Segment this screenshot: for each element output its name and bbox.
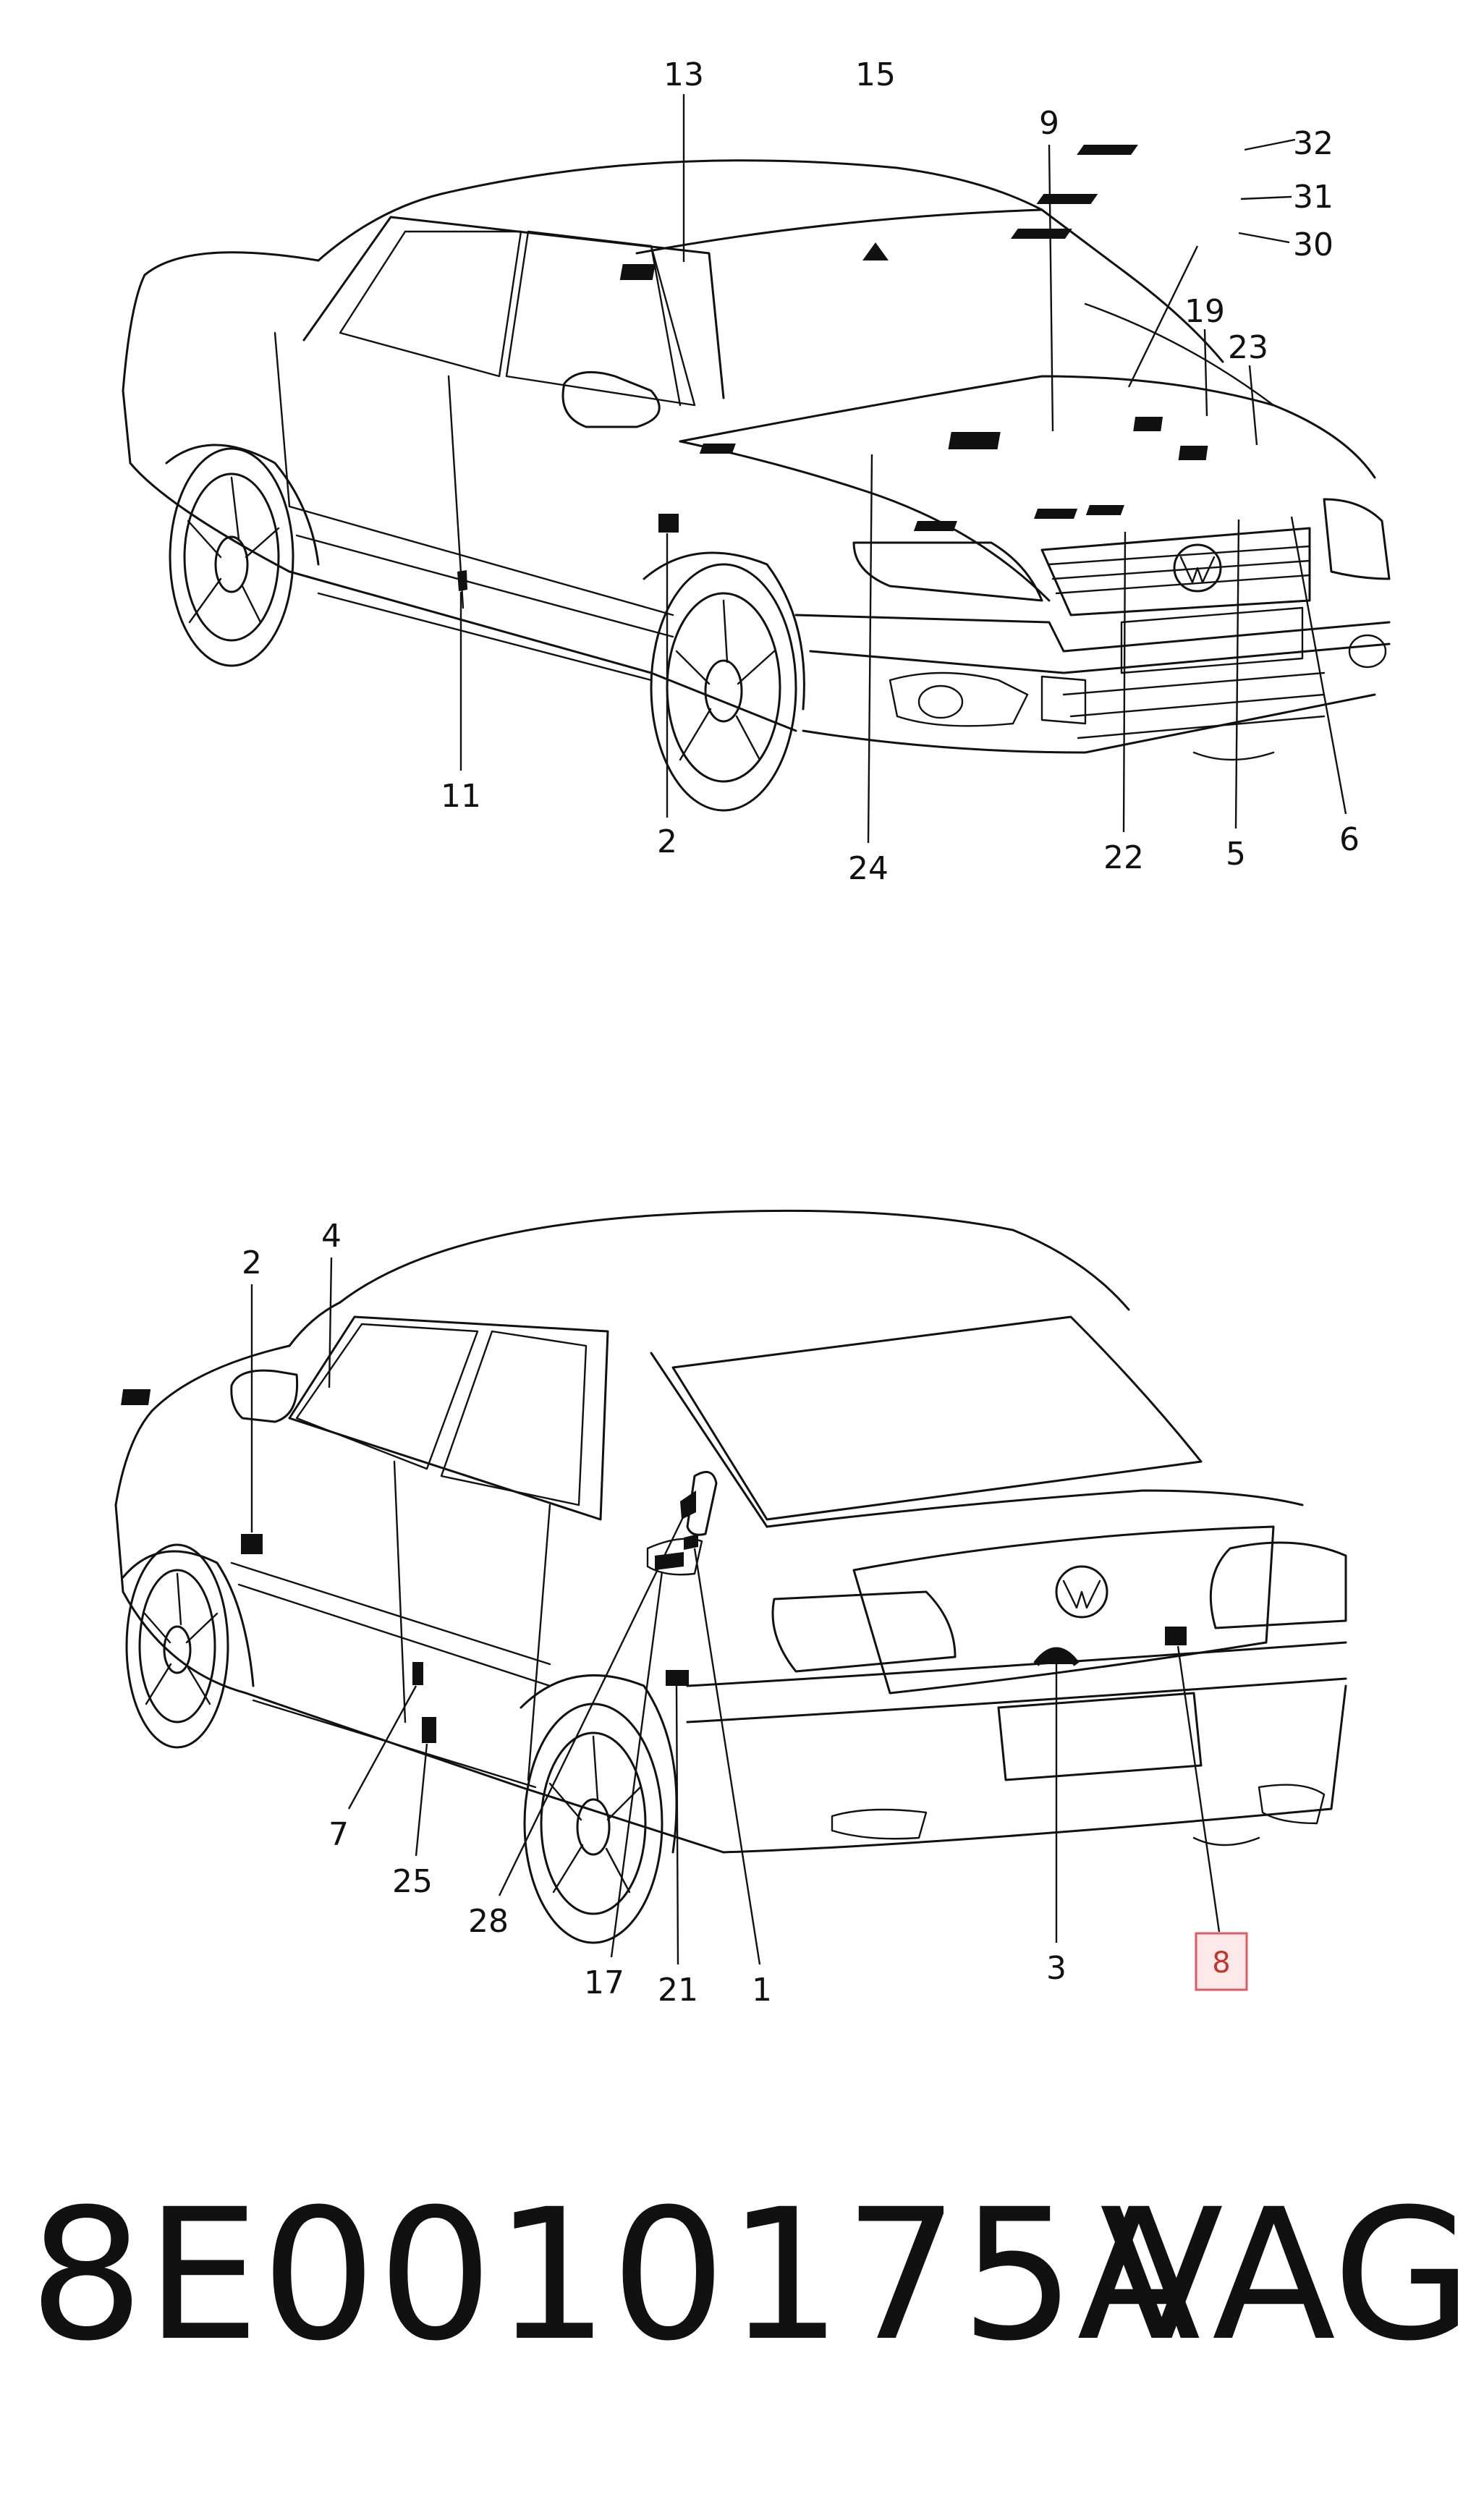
callout-31: 31 [1293,179,1334,216]
front-leaders [459,94,1347,844]
front-label-marks [457,145,1208,591]
rear-view-car [114,1209,1347,1944]
label-11 [457,570,467,591]
front-callouts: 13 15 9 32 31 30 19 23 11 2 24 22 5 6 [441,56,1360,887]
label-6 [1085,505,1124,515]
callout-22: 22 [1103,839,1144,876]
label-15 [862,242,889,260]
brand-name: VAG [1100,2170,1473,2380]
callout-2-front: 2 [657,823,677,860]
callout-1: 1 [752,1972,772,2009]
callout-19: 19 [1184,293,1225,330]
label-19 [1133,417,1163,431]
part-number: 8E0010175A [29,2170,1203,2380]
callout-32: 32 [1293,125,1334,162]
callout-9: 9 [1039,105,1059,142]
callout-5: 5 [1226,836,1246,873]
label-2-rear [241,1534,263,1554]
label-13 [619,264,656,280]
front-view-car [122,159,1391,812]
label-4 [121,1389,151,1405]
label-5 [1034,509,1078,519]
label-31 [1036,194,1098,204]
callout-11: 11 [441,778,481,815]
label-28 [680,1491,696,1519]
callout-21: 21 [658,1972,698,2009]
rear-callouts: 2 4 7 25 28 17 21 1 3 8 [242,1218,1248,2009]
label-25 [422,1717,436,1743]
callout-17: 17 [584,1964,624,2001]
callout-30: 30 [1293,226,1334,263]
callout-15: 15 [855,56,896,93]
label-24 [699,444,736,454]
callout-2-rear: 2 [242,1245,262,1281]
callout-28: 28 [468,1903,509,1940]
label-8 [1165,1627,1187,1645]
label-21 [666,1670,689,1686]
label-23 [1178,446,1208,460]
callout-13: 13 [663,56,704,93]
callout-3: 3 [1046,1950,1067,1987]
callout-8-highlight [1195,1932,1248,1991]
label-2-front [658,514,679,533]
rear-leaders [250,1257,1221,1965]
callout-7: 7 [328,1816,349,1853]
label-32 [1077,145,1138,155]
callout-25: 25 [392,1863,433,1900]
callout-8: 8 [1212,1946,1230,1980]
label-30 [1010,229,1072,239]
callout-6: 6 [1339,821,1360,858]
label-7 [412,1662,423,1685]
label-3 [1033,1647,1080,1666]
callout-23: 23 [1228,329,1268,366]
label-22 [913,521,957,531]
label-1 [684,1534,698,1550]
callout-4: 4 [321,1218,342,1255]
label-17 [655,1552,684,1570]
rear-label-marks [121,1389,1187,1743]
callout-24: 24 [848,850,889,887]
label-9 [948,432,1001,449]
